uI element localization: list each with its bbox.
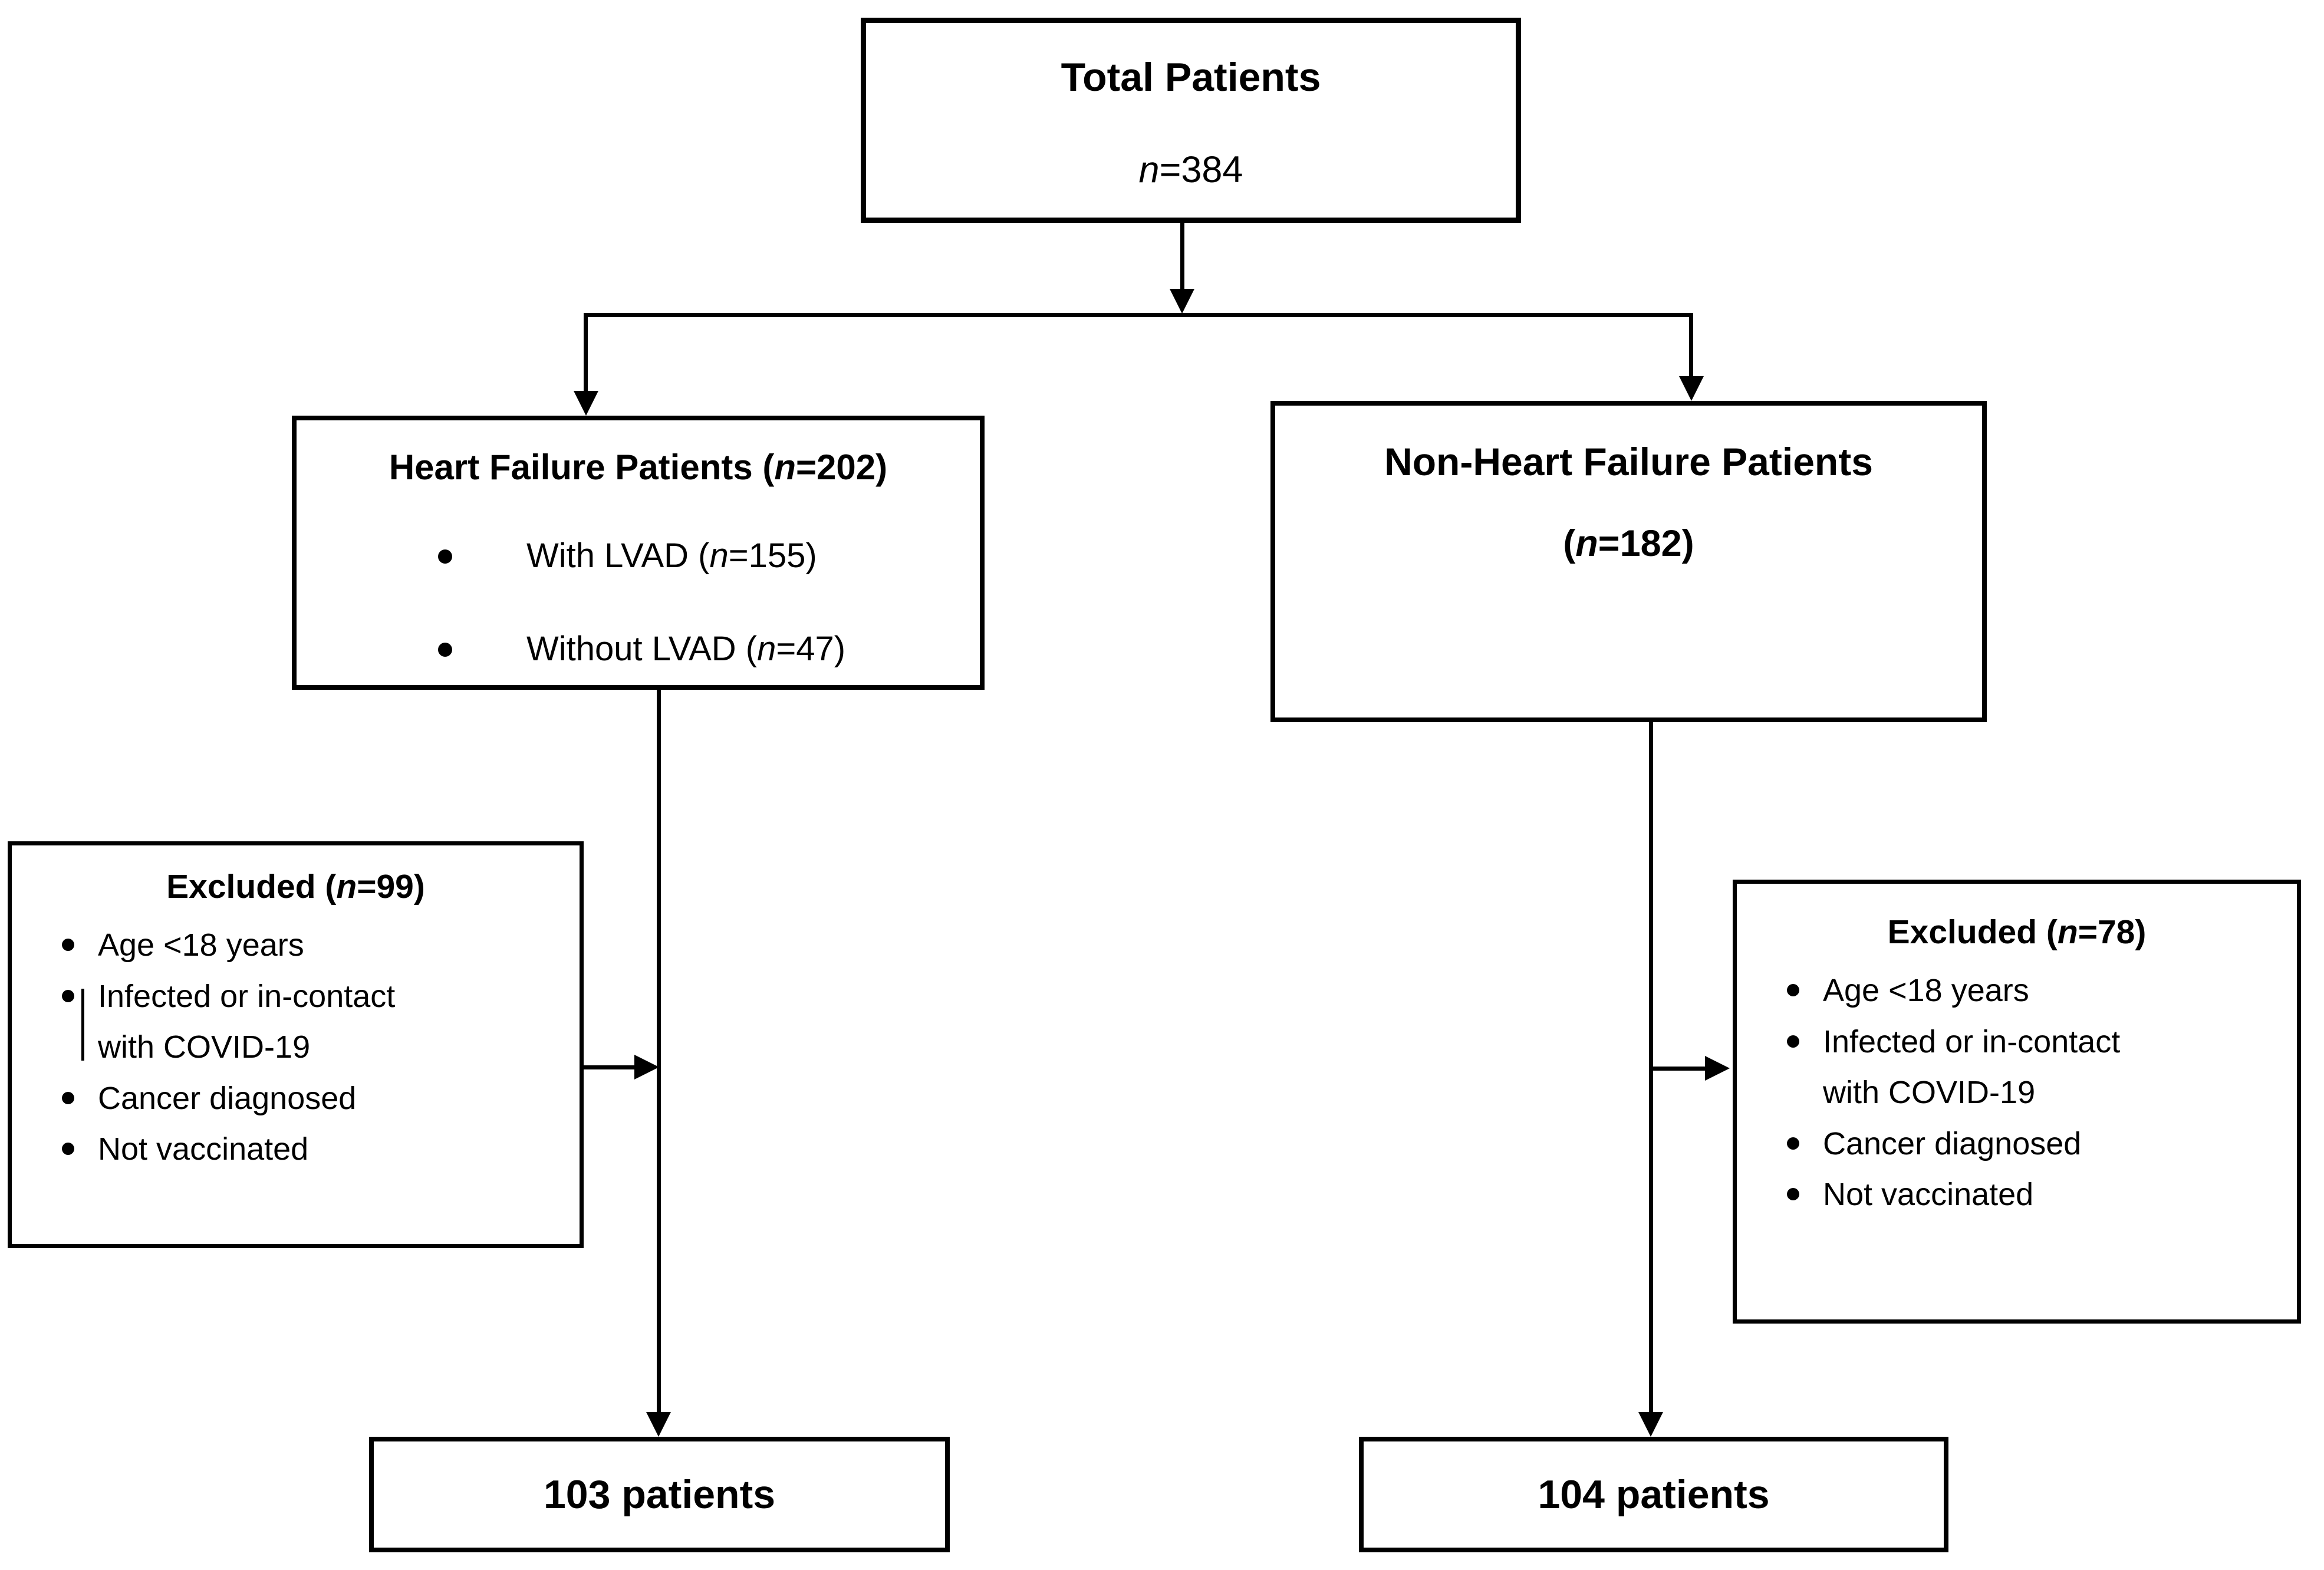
list-item: Infected or in-contact with COVID-19 xyxy=(1787,1016,2297,1118)
non-heart-failure-title: Non-Heart Failure Patients xyxy=(1384,440,1873,483)
bullet-dot-icon xyxy=(438,549,452,564)
bullet-dot-icon xyxy=(1787,984,1799,997)
bullet-dot-icon xyxy=(62,939,74,952)
title-text: =78) xyxy=(2078,913,2147,951)
title-text: =202) xyxy=(796,447,888,487)
bullet-text: Age <18 years xyxy=(1823,973,2029,1009)
title-text: Excluded ( xyxy=(166,868,337,906)
bullet-text: Not vaccinated xyxy=(98,1131,309,1167)
list-item: Age <18 years xyxy=(62,920,580,970)
list-item: Age <18 years xyxy=(1787,965,2297,1016)
down-arrowhead-icon xyxy=(1679,376,1704,401)
heart-failure-title: Heart Failure Patients (n=202) xyxy=(297,445,980,489)
n-symbol: n xyxy=(1138,149,1160,190)
count-text-part: ( xyxy=(1563,523,1576,565)
bullet-dot-icon xyxy=(62,989,74,1002)
connector-split-horizontal xyxy=(584,313,1693,317)
bullet-text-part: With LVAD ( xyxy=(526,537,710,575)
bullet-dot-icon xyxy=(62,1142,74,1155)
non-heart-failure-count: (n=182) xyxy=(1275,522,1982,567)
excluded-right-title: Excluded (n=78) xyxy=(1737,912,2297,952)
n-symbol: n xyxy=(336,868,357,906)
total-patients-box: Total Patients n=384 xyxy=(861,18,1521,223)
total-patients-title: Total Patients xyxy=(1061,55,1321,100)
bullet-text-part: =47) xyxy=(776,629,846,668)
outcome-left-box: 103 patients xyxy=(369,1437,950,1552)
n-symbol: n xyxy=(2057,913,2078,951)
connector-left-branch-vertical xyxy=(584,313,588,393)
list-item: Not vaccinated xyxy=(1787,1169,2297,1220)
bullet-text: Age <18 years xyxy=(98,927,304,963)
bullet-dot-icon xyxy=(1787,1035,1799,1048)
connector-total-vertical xyxy=(1180,223,1184,291)
n-symbol: n xyxy=(774,447,796,487)
non-heart-failure-box: Non-Heart Failure Patients (n=182) xyxy=(1270,401,1987,722)
bullet-dot-icon xyxy=(1787,1137,1799,1150)
list-item: Cancer diagnosed xyxy=(1787,1118,2297,1169)
down-arrowhead-icon xyxy=(574,391,598,416)
right-arrowhead-icon xyxy=(634,1055,659,1079)
bullet-dot-icon xyxy=(62,1091,74,1104)
connector-nonhf-outcome-vertical xyxy=(1649,722,1653,1412)
bullet-text: Infected or in-contact with COVID-19 xyxy=(98,978,396,1065)
excluded-left-title: Excluded (n=99) xyxy=(12,867,580,907)
total-count-value: =384 xyxy=(1159,149,1243,190)
right-arrowhead-icon xyxy=(1705,1056,1730,1081)
bullet-text: Not vaccinated xyxy=(1823,1176,2034,1212)
excluded-left-box: Excluded (n=99) Age <18 years Infected o… xyxy=(8,841,584,1248)
text-cursor-artifact xyxy=(81,989,84,1061)
list-item: With LVAD (n=155) xyxy=(438,535,980,577)
excluded-left-list: Age <18 years Infected or in-contact wit… xyxy=(62,920,580,1174)
excluded-right-list: Age <18 years Infected or in-contact wit… xyxy=(1787,965,2297,1220)
n-symbol: n xyxy=(757,629,776,668)
connector-hf-outcome-vertical xyxy=(657,690,661,1412)
connector-excluded-right-arrow xyxy=(1653,1067,1706,1071)
list-item: Without LVAD (n=47) xyxy=(438,628,980,670)
bullet-dot-icon xyxy=(1787,1187,1799,1200)
total-patients-count: n=384 xyxy=(866,148,1516,193)
down-arrowhead-icon xyxy=(1638,1412,1663,1437)
title-text: Excluded ( xyxy=(1887,913,2058,951)
connector-right-branch-vertical xyxy=(1689,313,1693,378)
list-item: Cancer diagnosed xyxy=(62,1073,580,1124)
bullet-text-part: =155) xyxy=(728,537,817,575)
bullet-text-part: Without LVAD ( xyxy=(526,629,758,668)
bullet-text: Infected or in-contact with COVID-19 xyxy=(1823,1023,2121,1111)
bullet-text: With LVAD (n=155) xyxy=(526,535,817,577)
n-symbol: n xyxy=(1575,523,1598,565)
heart-failure-bullet-list: With LVAD (n=155) Without LVAD (n=47) xyxy=(438,535,980,669)
bullet-dot-icon xyxy=(438,642,452,657)
bullet-text: Cancer diagnosed xyxy=(1823,1125,2082,1161)
excluded-right-box: Excluded (n=78) Age <18 years Infected o… xyxy=(1733,880,2301,1324)
list-item: Infected or in-contact with COVID-19 xyxy=(62,971,580,1073)
list-item: Not vaccinated xyxy=(62,1124,580,1174)
count-text-part: =182) xyxy=(1598,523,1694,565)
outcome-right-box: 104 patients xyxy=(1359,1437,1948,1552)
down-arrowhead-icon xyxy=(646,1412,671,1437)
title-text: Heart Failure Patients ( xyxy=(389,447,775,487)
down-arrowhead-icon xyxy=(1170,289,1194,314)
n-symbol: n xyxy=(709,537,729,575)
outcome-right-label: 104 patients xyxy=(1538,1472,1770,1517)
title-text: =99) xyxy=(357,868,425,906)
outcome-left-label: 103 patients xyxy=(543,1472,776,1517)
connector-excluded-left-arrow xyxy=(584,1065,637,1069)
bullet-text: Without LVAD (n=47) xyxy=(526,628,845,670)
heart-failure-box: Heart Failure Patients (n=202) With LVAD… xyxy=(292,416,985,690)
bullet-text: Cancer diagnosed xyxy=(98,1080,357,1116)
